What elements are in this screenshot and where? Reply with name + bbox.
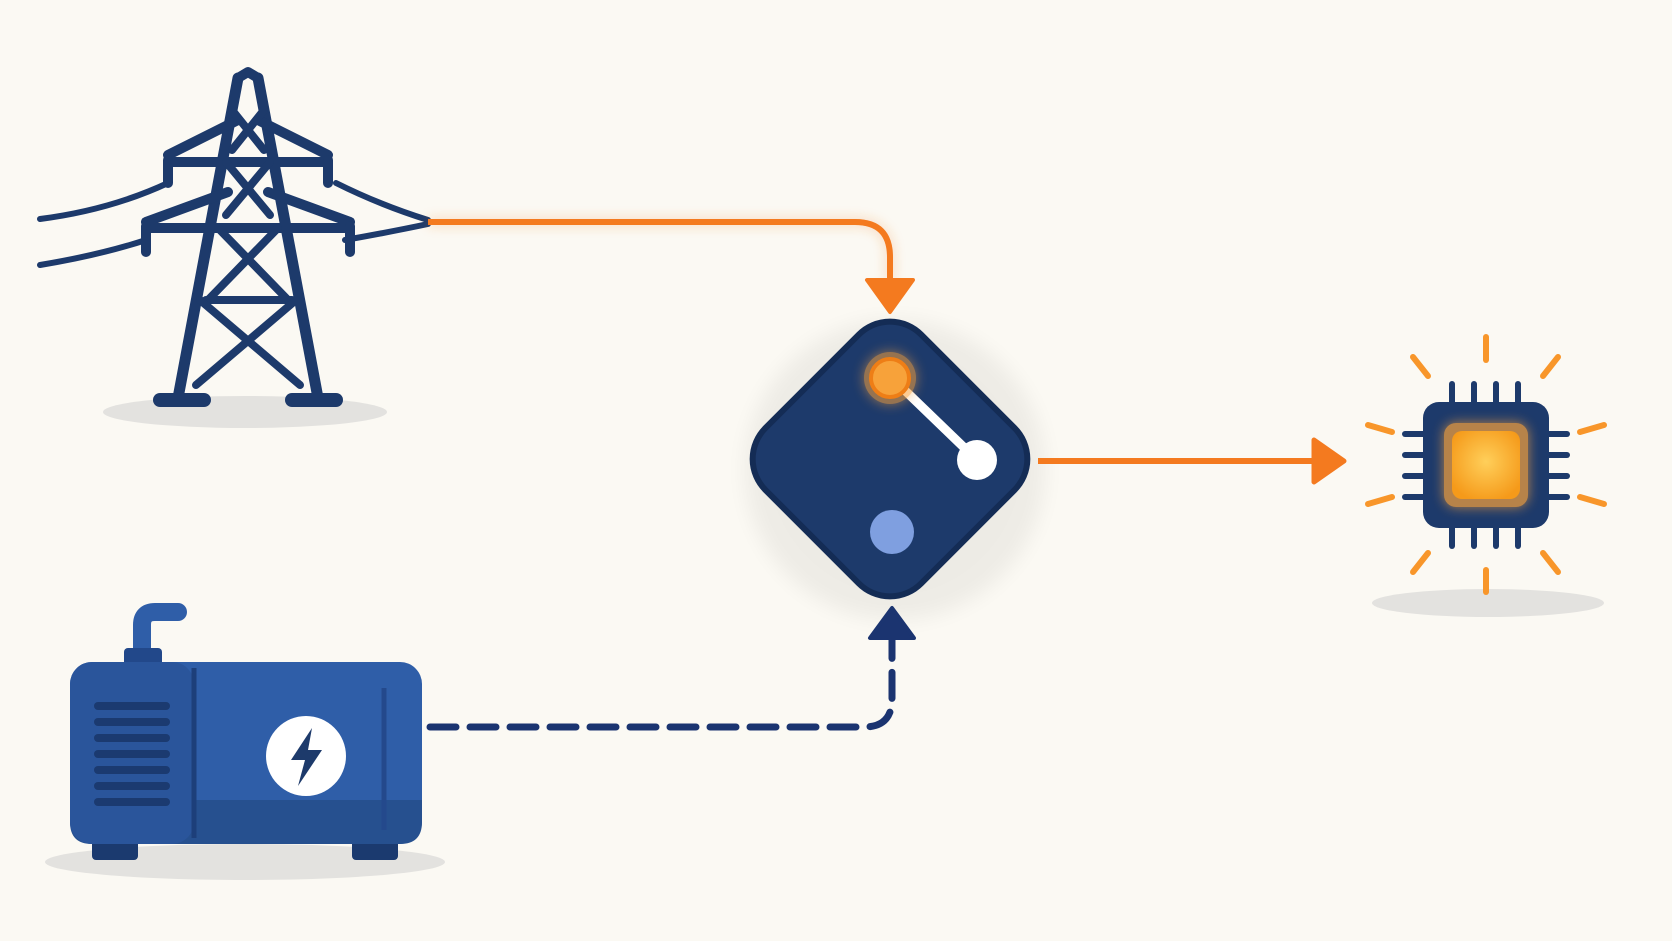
generator-shadow xyxy=(45,844,445,880)
switch-pivot xyxy=(957,440,997,480)
generator-to-switch-connector xyxy=(426,606,916,731)
tower-shadow xyxy=(103,396,387,428)
load-arrow-head xyxy=(1311,437,1347,485)
generator-icon xyxy=(70,603,422,860)
grid-contact-dot xyxy=(869,357,911,399)
grid-to-switch-connector xyxy=(428,219,915,314)
generator-exhaust xyxy=(133,603,187,672)
chip-icon xyxy=(1365,334,1607,595)
chip-glow-rays xyxy=(1365,334,1607,595)
lightning-bolt-icon xyxy=(291,728,322,786)
transfer-switch-icon xyxy=(749,318,1031,600)
generator-contact-idle xyxy=(870,510,914,554)
chip-pins xyxy=(1402,381,1570,549)
chip-shadow xyxy=(1372,589,1604,617)
chip-core xyxy=(1452,431,1520,499)
transmission-tower-icon xyxy=(37,67,431,407)
generator-arrow-head xyxy=(868,606,916,640)
grid-arrow-head xyxy=(865,278,915,314)
switch-to-load-connector xyxy=(1038,437,1347,485)
generator-vents xyxy=(94,702,170,806)
